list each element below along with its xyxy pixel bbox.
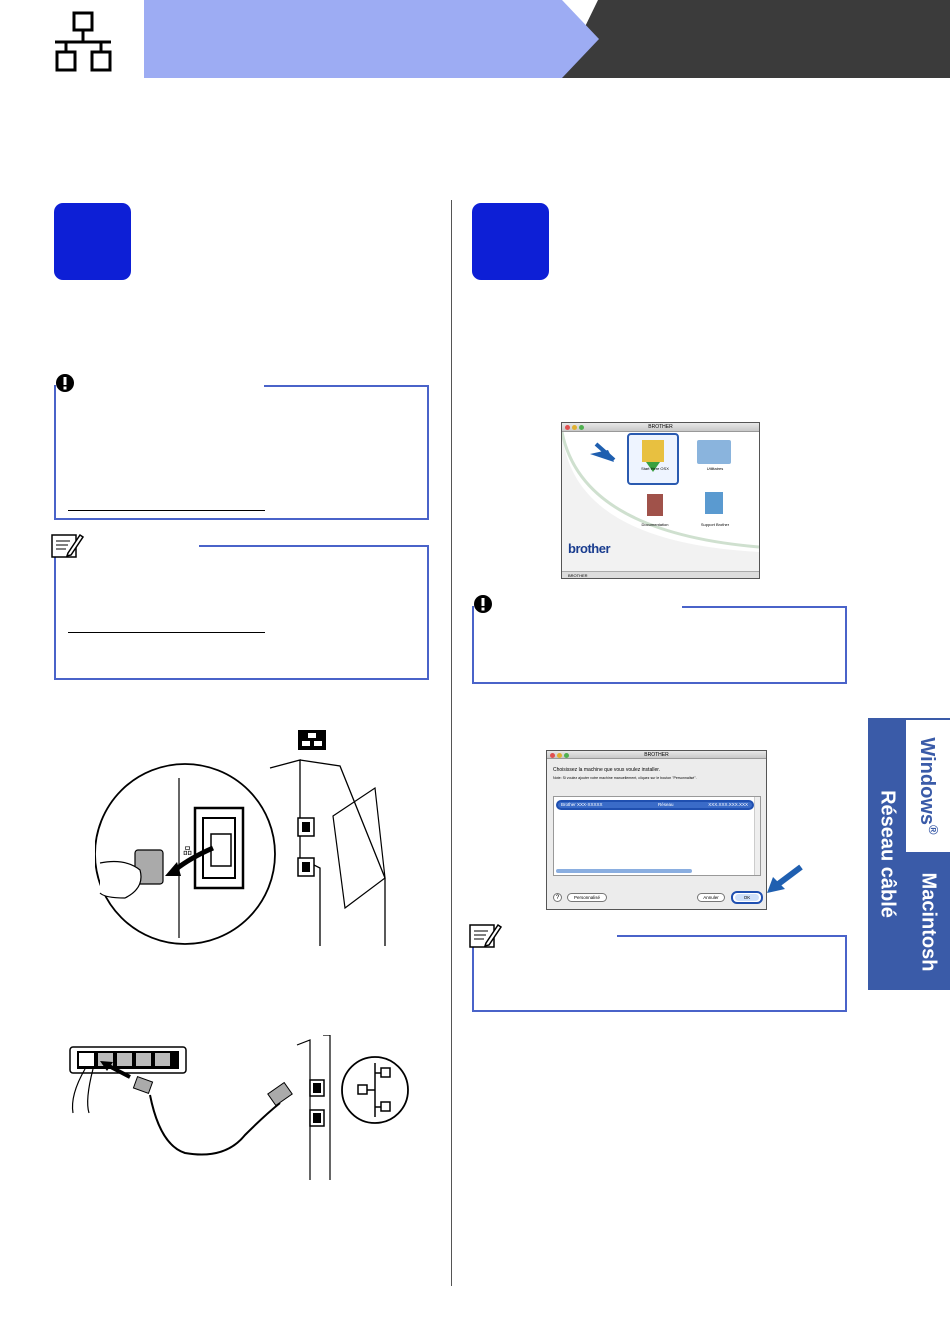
finder-titlebar: BROTHER <box>562 423 759 432</box>
registered-mark: ® <box>925 825 941 835</box>
close-dot-icon[interactable] <box>565 425 570 430</box>
note-pencil-icon <box>51 533 84 558</box>
zoom-dot-icon[interactable] <box>579 425 584 430</box>
finder-item-utilities[interactable]: Utilitaires <box>706 466 724 471</box>
close-dot-icon[interactable] <box>550 752 555 758</box>
important-callout-left <box>54 374 429 520</box>
note-callout-left <box>51 533 429 680</box>
machine-list-row[interactable]: Brother XXX-XXXXX Réseau XXX.XXX.XXX.XXX <box>556 800 754 810</box>
note-pencil-icon <box>469 923 502 948</box>
ok-button[interactable]: OK <box>735 894 759 901</box>
machine-name-cell: Brother XXX-XXXXX <box>561 802 603 807</box>
tab-windows[interactable]: Windows® <box>904 718 950 854</box>
list-scrollbar[interactable] <box>754 797 760 875</box>
tab-macintosh[interactable]: Macintosh <box>904 854 950 990</box>
custom-button[interactable]: Personnalisé <box>567 893 607 902</box>
step-marker-right <box>472 203 549 280</box>
remove-cap-illustration: 品 <box>95 759 386 946</box>
minimize-dot-icon[interactable] <box>572 425 577 430</box>
finder-window: BROTHER Start Here OSX Utilitaires Docum… <box>561 422 760 579</box>
dialog-titlebar: BROTHER <box>547 751 766 759</box>
machine-type-cell: Réseau <box>658 802 674 807</box>
header-light-band <box>144 0 599 78</box>
dialog-prompt: Choisissez la machine que vous voulez in… <box>553 767 660 773</box>
machine-address-cell: XXX.XXX.XXX.XXX <box>708 802 748 807</box>
finder-item-start-here[interactable]: Start Here OSX <box>641 466 669 471</box>
tab-macintosh-label: Macintosh <box>917 872 940 972</box>
cancel-button[interactable]: Annuler <box>697 893 725 902</box>
step-marker-left <box>54 203 131 280</box>
wired-network-icon <box>0 0 144 78</box>
finder-status-bar: BROTHER <box>562 571 759 578</box>
finder-title: BROTHER <box>648 424 673 430</box>
windows-text: Windows <box>916 737 939 825</box>
ok-button-highlight: OK <box>731 891 763 904</box>
tab-wired-network[interactable]: Réseau câblé <box>868 718 906 990</box>
machine-list[interactable]: Brother XXX-XXXXX Réseau XXX.XXX.XXX.XXX <box>553 796 761 876</box>
column-divider <box>451 200 452 1286</box>
link-underline <box>68 510 265 511</box>
important-icon <box>474 595 492 613</box>
dialog-title: BROTHER <box>644 752 669 758</box>
lan-port-icon <box>298 730 326 750</box>
brother-logo: brother <box>568 541 611 556</box>
ok-pointer-arrow <box>767 864 803 893</box>
select-machine-dialog: BROTHER Choisissez la machine que vous v… <box>546 750 767 910</box>
horizontal-scrollbar[interactable] <box>556 869 692 873</box>
minimize-dot-icon[interactable] <box>557 752 562 758</box>
important-icon <box>56 374 74 392</box>
finder-item-documentation[interactable]: Documentation <box>641 522 669 527</box>
dialog-note: Note: Si voulez ajouter votre machine ma… <box>553 776 697 780</box>
link-underline <box>68 632 265 633</box>
connect-cable-illustration <box>69 1035 409 1180</box>
zoom-dot-icon[interactable] <box>564 752 569 758</box>
help-button[interactable]: ? <box>553 893 562 902</box>
finder-item-support[interactable]: Support Brother <box>700 522 730 527</box>
tab-windows-label: Windows® <box>915 737 941 834</box>
svg-text:品: 品 <box>183 846 192 857</box>
finder-content <box>562 432 759 552</box>
header-dark-band <box>560 0 950 78</box>
tab-wired-network-label: Réseau câblé <box>876 790 899 918</box>
note-callout-right <box>469 923 847 1012</box>
important-callout-right <box>472 595 847 684</box>
